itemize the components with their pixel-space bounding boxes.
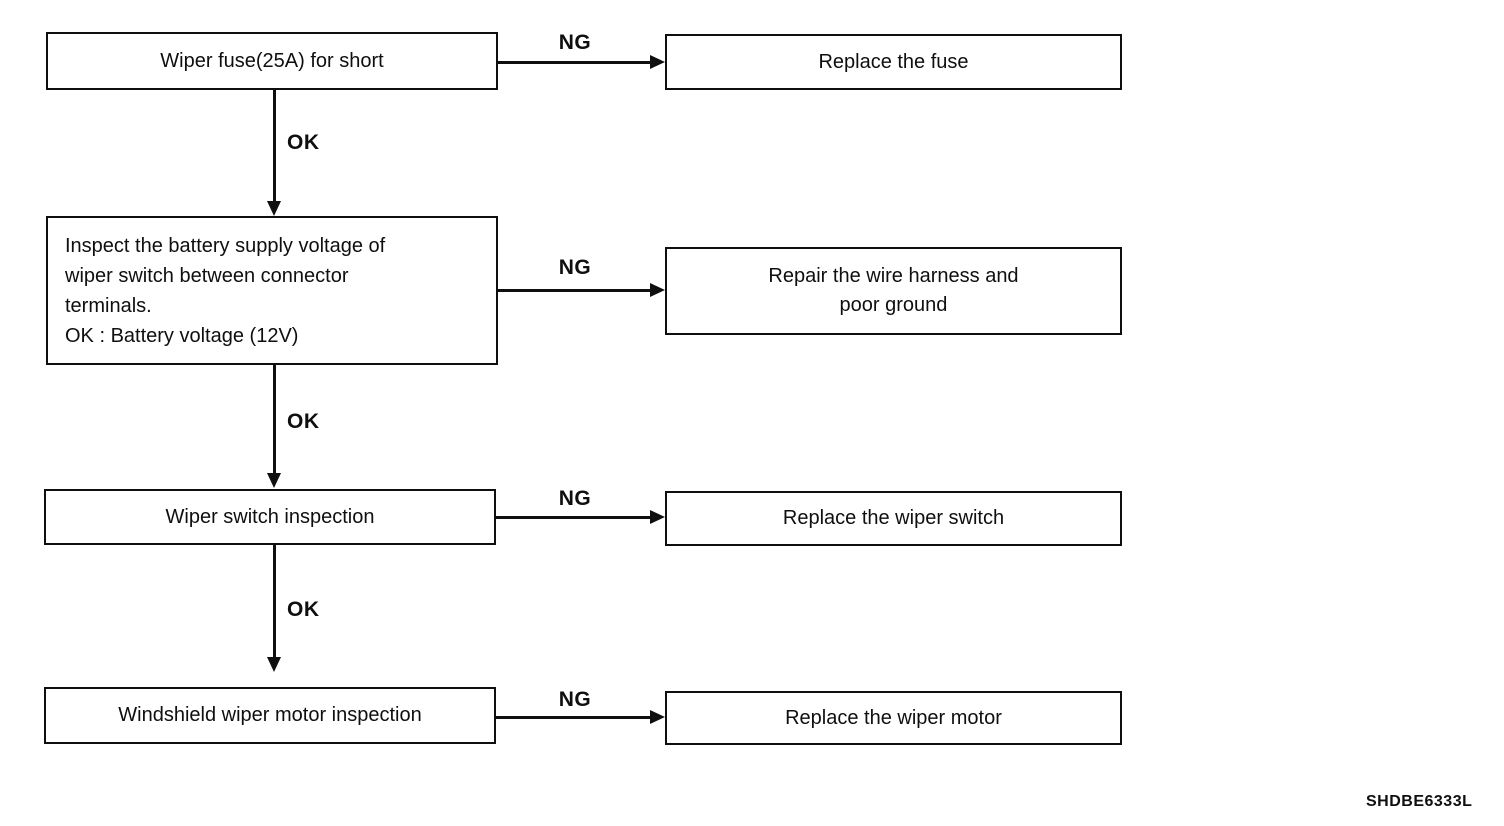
check-box-wiper-switch-inspection-label: Wiper switch inspection bbox=[165, 505, 375, 528]
ng-arrowhead-1-icon bbox=[650, 55, 665, 69]
check-box-wiper-switch-inspection: Wiper switch inspection bbox=[44, 489, 496, 545]
action-box-replace-wiper-switch: Replace the wiper switch bbox=[665, 491, 1122, 546]
ng-arrowhead-2-icon bbox=[650, 283, 665, 297]
ok-arrowhead-1-icon bbox=[267, 201, 281, 216]
ng-label-1: NG bbox=[558, 31, 592, 54]
ng-label-2: NG bbox=[558, 256, 592, 279]
action-box-repair-wire-harness: Repair the wire harness and poor ground bbox=[665, 247, 1122, 335]
ng-connector-4 bbox=[496, 716, 651, 719]
action-box-replace-wiper-motor-label: Replace the wiper motor bbox=[785, 706, 1002, 729]
action-box-replace-wiper-motor: Replace the wiper motor bbox=[665, 691, 1122, 745]
check-box-wiper-fuse-label: Wiper fuse(25A) for short bbox=[160, 49, 384, 72]
ng-label-3: NG bbox=[558, 487, 592, 510]
ok-connector-2 bbox=[273, 364, 276, 474]
check-box-wiper-fuse: Wiper fuse(25A) for short bbox=[46, 32, 498, 90]
ok-label-3: OK bbox=[287, 598, 320, 621]
check-box-battery-supply-voltage-label: Inspect the battery supply voltage of wi… bbox=[65, 235, 386, 347]
action-box-replace-fuse-label: Replace the fuse bbox=[818, 50, 969, 73]
figure-code: SHDBE6333L bbox=[1366, 793, 1473, 810]
check-box-wiper-motor-inspection-label: Windshield wiper motor inspection bbox=[118, 704, 422, 726]
action-box-repair-wire-harness-label: Repair the wire harness and poor ground bbox=[768, 265, 1019, 316]
ok-label-1: OK bbox=[287, 131, 320, 154]
ok-arrowhead-3-icon bbox=[267, 657, 281, 672]
ng-label-4: NG bbox=[558, 688, 592, 711]
ok-connector-1 bbox=[273, 90, 276, 202]
action-box-replace-fuse: Replace the fuse bbox=[665, 34, 1122, 90]
check-box-wiper-motor-inspection: Windshield wiper motor inspection bbox=[44, 687, 496, 744]
check-box-battery-supply-voltage: Inspect the battery supply voltage of wi… bbox=[46, 216, 498, 365]
ng-connector-1 bbox=[498, 61, 651, 64]
ng-connector-2 bbox=[498, 289, 651, 292]
action-box-replace-wiper-switch-label: Replace the wiper switch bbox=[782, 507, 1005, 529]
ng-arrowhead-4-icon bbox=[650, 710, 665, 724]
ng-connector-3 bbox=[496, 516, 651, 519]
ng-arrowhead-3-icon bbox=[650, 510, 665, 524]
ok-arrowhead-2-icon bbox=[267, 473, 281, 488]
ok-label-2: OK bbox=[287, 410, 320, 433]
ok-connector-3 bbox=[273, 545, 276, 658]
